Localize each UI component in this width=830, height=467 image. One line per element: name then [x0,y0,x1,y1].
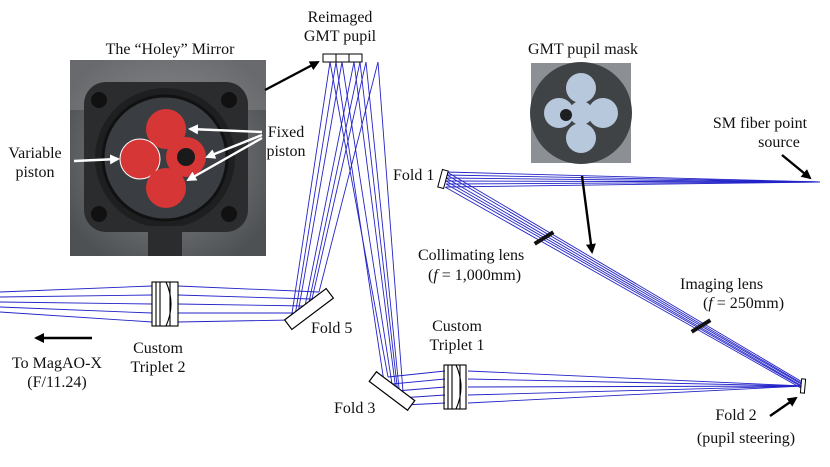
reimaged-pupil-label-2: GMT pupil [304,28,377,45]
collimating-f-value: = 1,000mm) [438,267,521,284]
fold2-label-1: Fold 2 [715,407,756,424]
mask-title: GMT pupil mask [528,41,638,58]
fixed-piston-label-1: Fixed [268,124,304,141]
beam-paths [0,61,821,406]
source-label-1: SM fiber point [713,115,808,132]
fold1-label: Fold 1 [393,167,434,184]
triplet1-label-1: Custom [432,318,482,335]
output-label-1: To MagAO-X [12,355,102,372]
fold3-label: Fold 3 [334,400,375,417]
source-label-2: source [758,134,800,151]
fold3-mirror [368,370,416,412]
imaging-lens [690,318,712,334]
triplet1-lens [443,364,467,410]
imaging-lens-focal: (f = 250mm) [703,295,784,312]
reimaged-pupil-label-1: Reimaged [308,9,373,26]
imaging-lens-label: Imaging lens [680,276,763,293]
variable-piston-label-1: Variable [8,145,61,162]
photo-arrows-white [73,124,263,182]
variable-piston-label-2: piston [15,164,54,181]
imaging-f-value: = 250mm) [713,295,784,312]
fold2-mirror [799,378,807,394]
fold5-label: Fold 5 [311,320,352,337]
fold2-label-2: (pupil steering) [697,430,795,447]
annotation-arrows [34,60,812,417]
imaging-f-symbol: f [708,295,715,312]
fold1-mirror [437,168,449,190]
reimaged-pupil-optic [322,53,363,63]
collimating-lens-focal: (f = 1,000mm) [428,267,521,284]
gmt-pupil-mask-photo [530,62,632,164]
triplet2-lens [151,281,179,327]
collimating-f-symbol: f [433,267,440,284]
triplet2-label-2: Triplet 2 [131,359,186,376]
triplet2-label-1: Custom [133,340,183,357]
output-label-2: (F/11.24) [27,374,86,391]
holey-mirror-title: The “Holey” Mirror [106,41,236,58]
triplet1-label-2: Triplet 1 [430,337,485,354]
fixed-piston-label-2: piston [266,143,305,160]
collimating-lens [533,230,555,246]
fold5-mirror [283,287,335,331]
holey-mirror-photo [70,60,266,256]
collimating-lens-label: Collimating lens [418,247,524,264]
